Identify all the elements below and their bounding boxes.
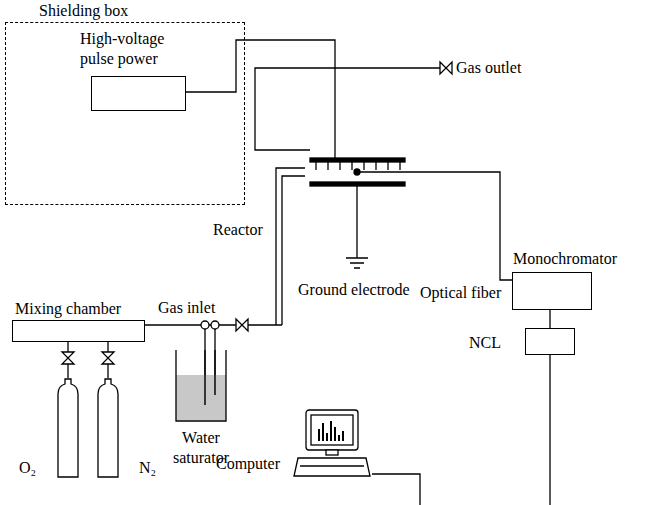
computer-icon-outline xyxy=(292,408,372,480)
ncl-box: NCL xyxy=(525,328,575,355)
part-label: Gas inlet xyxy=(158,298,215,318)
node-label: Mixing chamber xyxy=(15,299,121,319)
electrode-pin xyxy=(339,162,340,170)
signal-cable xyxy=(549,355,550,505)
ground-symbol xyxy=(346,186,368,268)
cylinder-valve xyxy=(62,352,74,364)
part-label: Gas outlet xyxy=(456,58,521,78)
node-label: Monochromator xyxy=(513,249,617,269)
inlet-pipe xyxy=(282,176,305,325)
node-label: High-voltage pulse power xyxy=(80,29,190,69)
ground-electrode xyxy=(310,182,405,186)
optical-fiber xyxy=(360,172,512,280)
part-label: Optical fiber xyxy=(420,283,501,303)
inlet-pipe xyxy=(276,168,305,325)
node-label: Shielding box xyxy=(39,1,128,21)
cylinder-valve xyxy=(102,352,114,364)
electrode-pin xyxy=(327,162,328,170)
node-label: Computer xyxy=(216,454,280,474)
shielding-box: High-voltage pulse powerShielding box xyxy=(5,22,245,205)
electrode-pin xyxy=(399,162,400,170)
inlet-valve xyxy=(236,319,248,331)
high-voltage-electrode xyxy=(310,158,405,162)
computer-icon: Computer xyxy=(292,408,372,480)
water-saturator: Water saturator xyxy=(175,350,227,422)
outlet-pipe xyxy=(255,68,440,150)
node-label: NCL xyxy=(469,333,501,353)
water-saturator-outline xyxy=(175,350,227,422)
inlet-pipe xyxy=(145,324,201,325)
hv-wire xyxy=(185,40,335,158)
tee-joint xyxy=(211,321,219,329)
power-supply-box: High-voltage pulse power xyxy=(91,76,186,111)
fiber-probe xyxy=(354,169,360,175)
gas-cylinder-outline xyxy=(97,378,119,478)
gas-line xyxy=(549,310,550,328)
electrode-pin xyxy=(351,162,352,170)
electrode-pin xyxy=(363,162,364,170)
node-label: O₂ xyxy=(19,458,36,478)
part-label: Reactor xyxy=(213,220,263,240)
monochromator-box: Monochromator xyxy=(512,272,592,310)
gas-cylinder: O₂ xyxy=(57,378,79,478)
signal-cable xyxy=(372,474,420,505)
electrode-pin xyxy=(387,162,388,170)
tee-joint xyxy=(201,321,209,329)
node-label: N₂ xyxy=(139,458,156,478)
electrode-pin xyxy=(375,162,376,170)
part-label: Ground electrode xyxy=(298,280,410,300)
gas-cylinder: N₂ xyxy=(97,378,119,478)
mixing-chamber-box: Mixing chamber xyxy=(12,320,145,342)
outlet-valve xyxy=(440,62,452,74)
gas-cylinder-outline xyxy=(57,378,79,478)
electrode-pin xyxy=(315,162,316,170)
